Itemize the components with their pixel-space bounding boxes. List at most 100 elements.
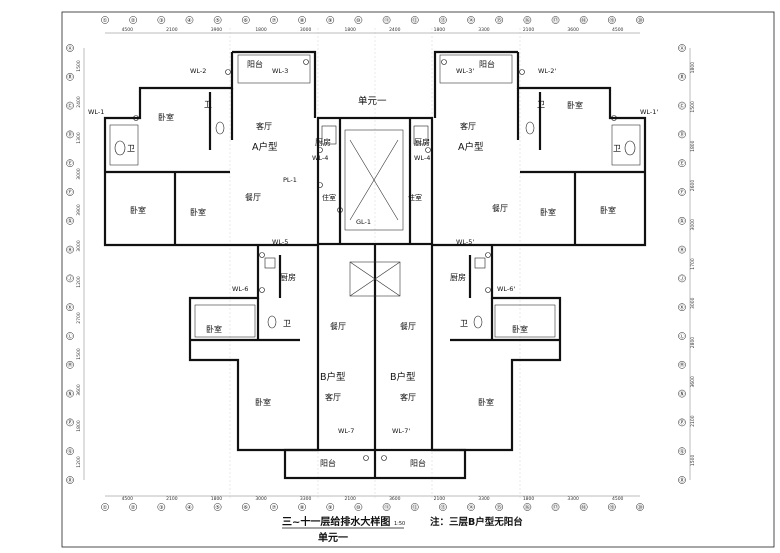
axis-label: ⑯ bbox=[525, 17, 530, 24]
dimension-label: 4500 bbox=[122, 27, 134, 33]
axis-label: ② bbox=[131, 505, 136, 511]
axis-bubble bbox=[678, 101, 686, 110]
axis-label: ① bbox=[103, 505, 108, 511]
axis-label: Ⓠ bbox=[679, 448, 684, 455]
axis-bubble bbox=[410, 16, 419, 24]
axis-bubble bbox=[354, 16, 363, 24]
axis-label: Ⓑ bbox=[679, 74, 684, 81]
room-living-a2: 客厅 bbox=[460, 121, 476, 131]
room-kitchen-b2: 厨房 bbox=[450, 272, 466, 282]
room-living-a1: 客厅 bbox=[256, 121, 272, 131]
dimension-label: 1800 bbox=[690, 140, 696, 152]
axis-bubble bbox=[551, 16, 560, 24]
dimension-label: 2100 bbox=[166, 27, 178, 33]
axis-bubble bbox=[66, 159, 74, 168]
drawing-title: 三~十一层给排水大样图 bbox=[282, 515, 390, 528]
axis-label: Ⓐ bbox=[679, 45, 684, 52]
axis-bubble bbox=[66, 274, 74, 283]
dimension-label: 1800 bbox=[76, 420, 82, 432]
axis-label: Ⓛ bbox=[67, 333, 72, 340]
walls bbox=[103, 50, 647, 480]
axis-bubble bbox=[678, 44, 686, 52]
pipe-wl5: WL-5 bbox=[272, 238, 288, 246]
axis-label: ⑱ bbox=[581, 17, 586, 24]
room-dining-b1: 餐厅 bbox=[330, 322, 346, 331]
axis-label: ⑳ bbox=[637, 17, 642, 24]
axis-bubble bbox=[467, 16, 475, 24]
axis-bubble bbox=[678, 389, 686, 398]
room-balcony-tr: 阳台 bbox=[479, 59, 495, 69]
dimension-lines bbox=[83, 32, 691, 497]
dimension-label: 2100 bbox=[434, 496, 446, 502]
axis-bubble bbox=[66, 476, 74, 484]
room-bath-b1: 卫 bbox=[283, 319, 291, 328]
axis-label: ⑱ bbox=[581, 504, 586, 511]
axis-bubble bbox=[551, 503, 560, 511]
dimension-label: 3600 bbox=[76, 384, 82, 396]
fixtures bbox=[114, 121, 636, 329]
axis-bubble bbox=[101, 503, 109, 511]
room-bath-a4: 卫 bbox=[613, 144, 621, 153]
axis-bubble bbox=[495, 16, 504, 24]
room-bedroom-b4: 卧室 bbox=[478, 397, 494, 407]
axis-label: Ⓚ bbox=[67, 304, 72, 311]
axis-label: ⑦ bbox=[272, 18, 277, 24]
dimension-label: 3000 bbox=[76, 168, 82, 180]
dimension-label: 4500 bbox=[612, 496, 624, 502]
room-bath-a2: 卫 bbox=[537, 100, 545, 109]
axis-bubble bbox=[129, 16, 138, 24]
axis-label: Ⓕ bbox=[67, 189, 72, 196]
axis-label: ⑧ bbox=[300, 18, 305, 24]
axis-bubble bbox=[66, 360, 74, 369]
axis-label: Ⓐ bbox=[67, 45, 72, 52]
axis-bubble bbox=[66, 245, 74, 254]
axis-bubble bbox=[66, 447, 74, 456]
dimension-label: 2600 bbox=[690, 180, 696, 192]
axis-bubble bbox=[298, 16, 306, 24]
dimension-label: 2100 bbox=[690, 415, 696, 427]
dimension-label: 2700 bbox=[76, 312, 82, 324]
axis-label: ⑩ bbox=[356, 505, 361, 511]
pipe-wl4b: WL-4 bbox=[414, 154, 430, 162]
pipe-wl3p: WL-3' bbox=[456, 67, 474, 75]
room-storage-r: 住室 bbox=[408, 193, 422, 202]
dimension-label: 1800 bbox=[690, 62, 696, 74]
axis-bubble bbox=[678, 303, 686, 312]
axis-bubble bbox=[213, 16, 222, 24]
axis-bubble bbox=[326, 16, 335, 24]
dimension-label: 1800 bbox=[523, 496, 535, 502]
axis-label: Ⓓ bbox=[679, 131, 684, 138]
axis-label: Ⓝ bbox=[679, 390, 684, 397]
axis-label: ④ bbox=[187, 505, 192, 511]
axis-label: Ⓒ bbox=[679, 102, 684, 109]
dimension-label: 1300 bbox=[76, 132, 82, 144]
dimension-label: 3600 bbox=[567, 27, 579, 33]
dimension-label: 1500 bbox=[76, 60, 82, 72]
axis-label: Ⓡ bbox=[67, 477, 72, 484]
axis-label: ⑬ bbox=[440, 17, 445, 24]
axis-label: Ⓙ bbox=[679, 275, 684, 282]
dimension-label: 3000 bbox=[690, 297, 696, 309]
axis-bubble bbox=[185, 16, 194, 24]
axis-bubble bbox=[678, 72, 686, 81]
axis-label: ⑦ bbox=[272, 505, 277, 511]
drawing-subtitle: 单元一 bbox=[318, 531, 348, 544]
axis-bubble bbox=[678, 332, 686, 340]
axis-label: ⑰ bbox=[553, 17, 558, 24]
room-balcony-bl: 阳台 bbox=[320, 458, 336, 468]
axis-bubble bbox=[66, 216, 74, 225]
pipe-wl4: WL-4 bbox=[312, 154, 328, 162]
axis-label: ⑬ bbox=[440, 504, 445, 511]
pipe-labels: WL-1 WL-1' WL-2 WL-2' WL-3 WL-3' WL-4 WL… bbox=[88, 67, 658, 435]
unit-a-left: A户型 bbox=[252, 141, 278, 153]
title-block: 三~十一层给排水大样图 1:50 单元一 注：三层B户型无阳台 bbox=[282, 515, 523, 544]
axis-bubble bbox=[439, 503, 447, 511]
sheet-border bbox=[61, 11, 775, 548]
axis-bubble bbox=[678, 188, 686, 196]
axis-label: ③ bbox=[159, 505, 163, 511]
pipe-wl7: WL-7 bbox=[338, 427, 354, 435]
